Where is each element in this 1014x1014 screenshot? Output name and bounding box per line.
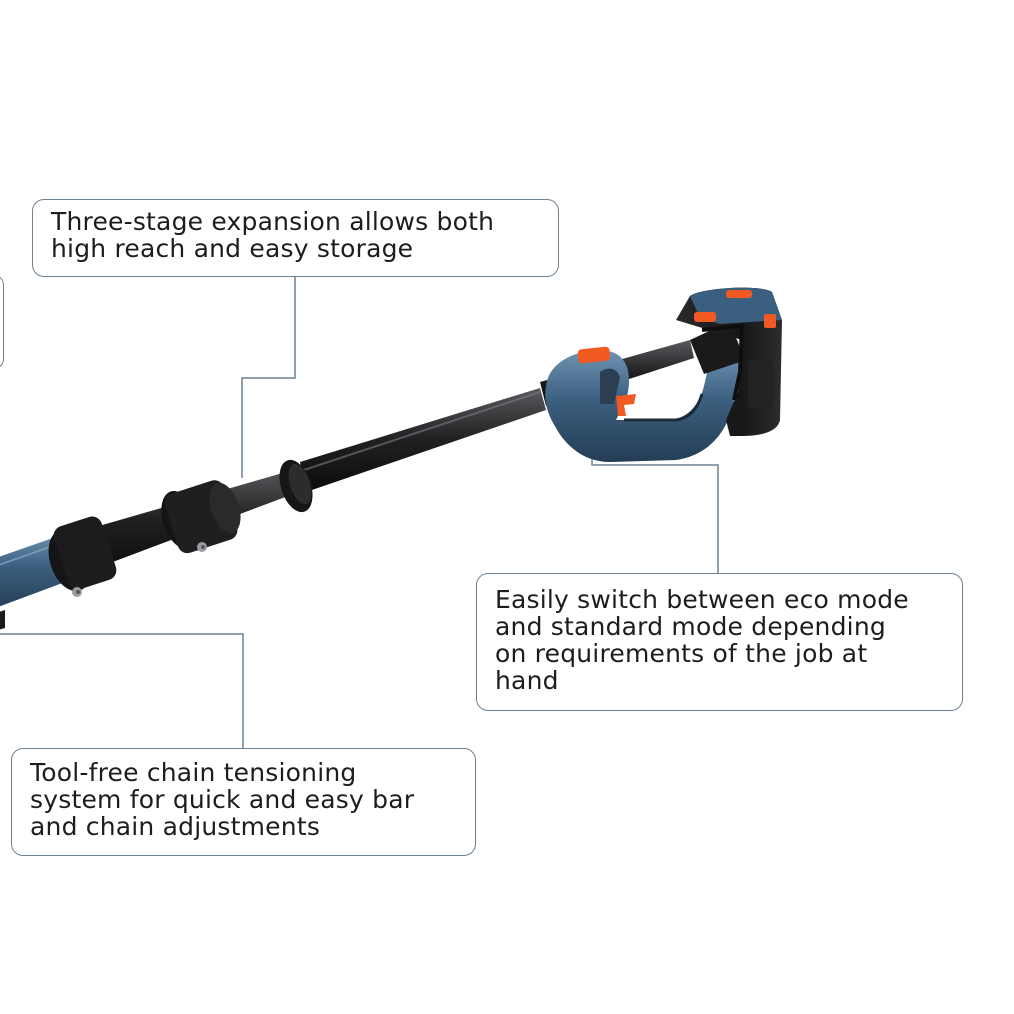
partial-callout-edge [0,275,4,369]
callout-line: system for quick and easy bar [30,785,415,814]
battery-pack [676,287,782,436]
callout-three-stage-expansion: Three-stage expansion allows both high r… [32,199,559,277]
callout-line: and chain adjustments [30,812,321,841]
pole-collar-3 [279,459,313,513]
callout-line: Easily switch between eco mode [495,585,909,614]
pole-collar-1 [48,516,117,597]
callout-line: on requirements of the job at [495,639,868,668]
leader-line-tensioning [0,633,244,748]
handle-assembly [545,326,741,462]
pole-collar-2 [161,480,241,554]
callout-eco-mode: Easily switch between eco mode and stand… [476,573,963,711]
callout-line: and standard mode depending [495,612,886,641]
leader-line-expansion [241,277,296,478]
callout-chain-tensioning: Tool-free chain tensioning system for qu… [11,748,476,856]
callout-line: high reach and easy storage [51,234,414,263]
callout-line: hand [495,666,559,695]
callout-line: Tool-free chain tensioning [30,758,357,787]
callout-line: Three-stage expansion allows both [51,207,495,236]
